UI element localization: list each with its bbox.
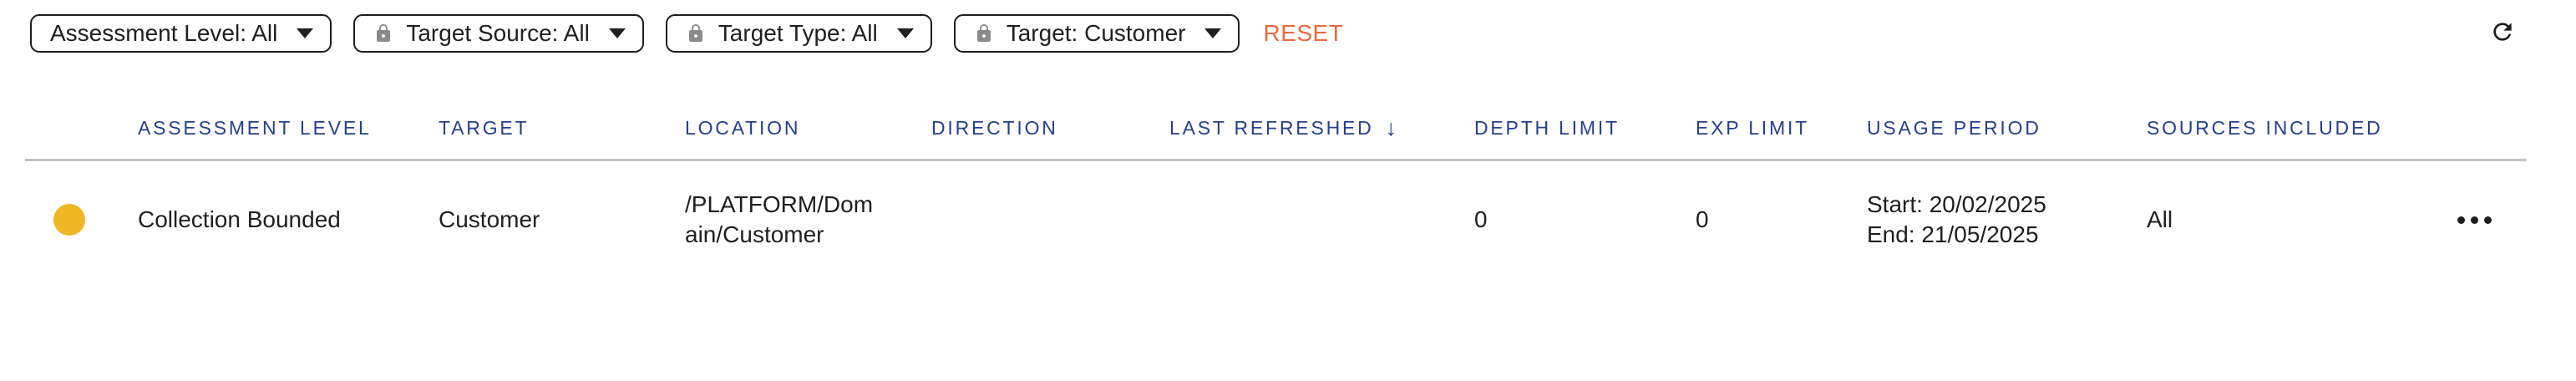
status-cell: [25, 204, 138, 236]
chevron-down-icon: [608, 28, 626, 38]
reset-button[interactable]: RESET: [1263, 20, 1344, 46]
filter-chip-assessment-level[interactable]: Assessment Level: All: [30, 14, 332, 53]
filter-chip-label: Target: Customer: [1006, 20, 1186, 46]
chevron-down-icon: [1204, 28, 1222, 38]
sort-desc-icon: ↓: [1385, 115, 1397, 140]
header-usage-period[interactable]: USAGE PERIOD: [1867, 117, 2041, 139]
cell-exp-limit: 0: [1696, 206, 1709, 232]
filter-chip-label: Target Source: All: [406, 20, 590, 46]
actions-cell: [2422, 203, 2526, 236]
usage-period-start: Start: 20/02/2025: [1867, 191, 2046, 217]
chevron-down-icon: [297, 28, 314, 38]
lock-icon: [373, 22, 393, 45]
more-options-icon[interactable]: [2449, 203, 2499, 236]
header-exp-limit[interactable]: EXP LIMIT: [1696, 117, 1809, 139]
cell-assessment-level: Collection Bounded: [138, 206, 341, 232]
header-divider: [25, 159, 2526, 161]
header-location[interactable]: LOCATION: [685, 117, 801, 139]
header-direction[interactable]: DIRECTION: [931, 117, 1058, 139]
filter-chip-label: Target Type: All: [718, 20, 878, 46]
header-sources-included[interactable]: SOURCES INCLUDED: [2147, 117, 2383, 139]
lock-icon: [686, 22, 706, 45]
assessments-table: ASSESSMENT LEVEL TARGET LOCATION DIRECTI…: [25, 98, 2526, 278]
header-depth-limit[interactable]: DEPTH LIMIT: [1474, 117, 1620, 139]
cell-usage-period: Start: 20/02/2025 End: 21/05/2025: [1867, 190, 2147, 250]
filter-chip-target-source[interactable]: Target Source: All: [353, 14, 644, 53]
filter-chip-target-type[interactable]: Target Type: All: [665, 14, 932, 53]
filter-bar: Assessment Level: All Target Source: All…: [30, 14, 1343, 53]
lock-icon: [974, 22, 994, 45]
cell-depth-limit: 0: [1474, 206, 1488, 232]
filter-chip-target[interactable]: Target: Customer: [953, 14, 1240, 53]
refresh-icon[interactable]: [2489, 18, 2516, 45]
usage-period-end: End: 21/05/2025: [1867, 221, 2039, 247]
header-assessment-level[interactable]: ASSESSMENT LEVEL: [138, 117, 372, 139]
chevron-down-icon: [896, 28, 914, 38]
location-path: /PLATFORM/Domain/Customer: [685, 191, 874, 247]
cell-target: Customer: [439, 206, 540, 232]
table-row[interactable]: Collection Bounded Customer /PLATFORM/Do…: [25, 161, 2526, 278]
header-target[interactable]: TARGET: [439, 117, 530, 139]
cell-location: /PLATFORM/Domain/Customer: [685, 190, 931, 250]
table-header-row: ASSESSMENT LEVEL TARGET LOCATION DIRECTI…: [25, 98, 2526, 159]
filter-chip-label: Assessment Level: All: [50, 20, 278, 46]
header-last-refreshed[interactable]: LAST REFRESHED ↓: [1169, 115, 1397, 140]
status-dot: [53, 204, 85, 236]
cell-sources-included: All: [2147, 206, 2173, 232]
